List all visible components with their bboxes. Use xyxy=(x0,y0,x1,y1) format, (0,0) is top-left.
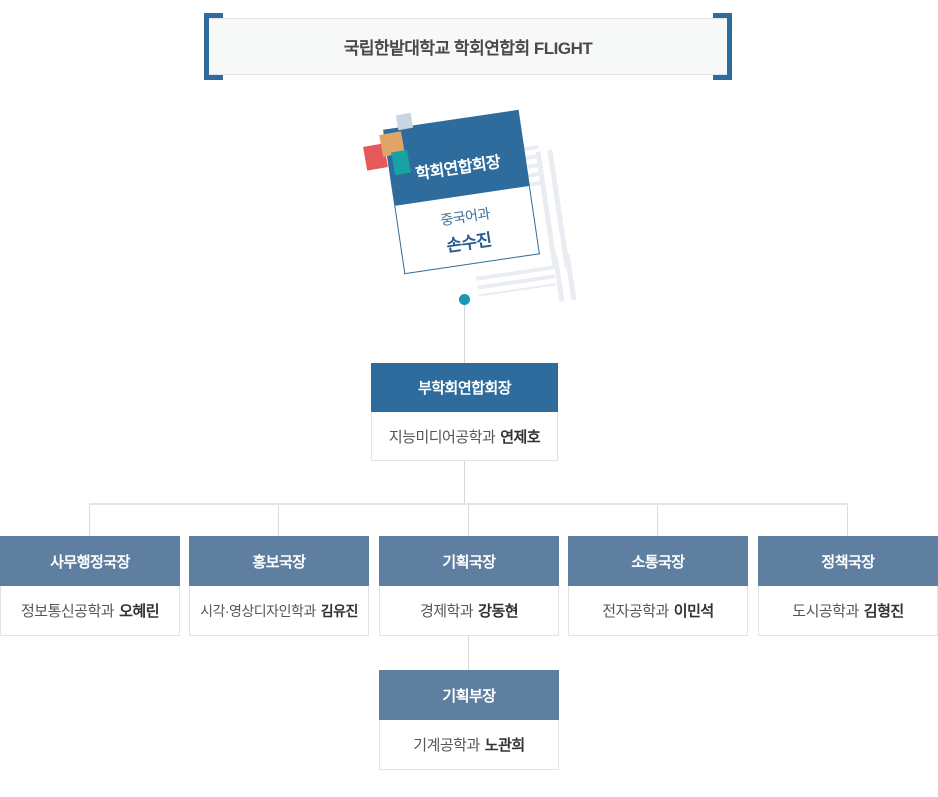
connector-dot-icon xyxy=(459,294,470,305)
vice-president-dept: 지능미디어공학과 xyxy=(388,428,496,446)
connector-line xyxy=(468,636,469,670)
director-name: 김유진 xyxy=(320,602,359,619)
director-box-communication: 소통국장 전자공학과 이민석 xyxy=(568,536,748,636)
light-blue-square-icon xyxy=(395,112,414,131)
director-dept: 경제학과 xyxy=(419,603,474,620)
director-info: 경제학과 강동현 xyxy=(379,586,559,636)
hatch-stripes-icon xyxy=(552,252,578,303)
director-role: 소통국장 xyxy=(568,536,748,586)
sub-director-dept: 기계공학과 xyxy=(413,737,480,754)
director-dept: 시각·영상디자인학과 xyxy=(200,602,316,619)
connector-line xyxy=(464,461,465,504)
sub-director-info: 기계공학과 노관희 xyxy=(379,720,559,770)
director-role: 기획국장 xyxy=(379,536,559,586)
title-banner: 국립한밭대학교 학회연합회 FLIGHT xyxy=(204,18,732,75)
director-box-pr: 홍보국장 시각·영상디자인학과 김유진 xyxy=(189,536,369,636)
director-name: 오혜린 xyxy=(119,603,159,620)
director-role: 홍보국장 xyxy=(189,536,369,586)
director-box-planning: 기획국장 경제학과 강동현 xyxy=(379,536,559,636)
director-name: 이민석 xyxy=(673,603,714,620)
vice-president-info: 지능미디어공학과 연제호 xyxy=(371,412,558,461)
bracket-right-icon xyxy=(713,13,732,80)
director-info: 도시공학과 김형진 xyxy=(758,586,938,636)
bracket-left-icon xyxy=(204,13,223,80)
connector-line xyxy=(468,505,469,536)
sub-director-box: 기획부장 기계공학과 노관희 xyxy=(379,670,559,770)
vice-president-role: 부학회연합회장 xyxy=(371,363,558,412)
director-box-policy: 정책국장 도시공학과 김형진 xyxy=(758,536,938,636)
director-info: 정보통신공학과 오혜린 xyxy=(0,586,180,636)
vice-president-name: 연제호 xyxy=(500,428,541,446)
director-dept: 도시공학과 xyxy=(792,603,859,620)
director-name: 김형진 xyxy=(863,603,904,620)
sub-director-name: 노관희 xyxy=(484,737,525,754)
hatch-stripes-icon xyxy=(535,149,574,269)
connector-line xyxy=(278,505,279,536)
page-title: 국립한밭대학교 학회연합회 FLIGHT xyxy=(343,39,593,58)
hatch-stripes-icon xyxy=(475,265,557,297)
connector-line xyxy=(847,505,848,536)
director-box-admin: 사무행정국장 정보통신공학과 오혜린 xyxy=(0,536,180,636)
director-info: 시각·영상디자인학과 김유진 xyxy=(189,586,369,636)
director-role: 사무행정국장 xyxy=(0,536,180,586)
director-name: 강동현 xyxy=(478,603,519,620)
director-dept: 전자공학과 xyxy=(602,603,669,620)
vice-president-box: 부학회연합회장 지능미디어공학과 연제호 xyxy=(371,363,558,461)
connector-line xyxy=(657,505,658,536)
connector-line xyxy=(89,503,848,505)
sub-director-role: 기획부장 xyxy=(379,670,559,720)
director-info: 전자공학과 이민석 xyxy=(568,586,748,636)
director-role: 정책국장 xyxy=(758,536,938,586)
president-card: 학회연합회장 중국어과 손수진 xyxy=(383,109,540,275)
connector-line xyxy=(89,505,90,536)
president-name: 손수진 xyxy=(445,229,493,256)
connector-line xyxy=(464,305,465,363)
director-dept: 정보통신공학과 xyxy=(20,603,115,620)
